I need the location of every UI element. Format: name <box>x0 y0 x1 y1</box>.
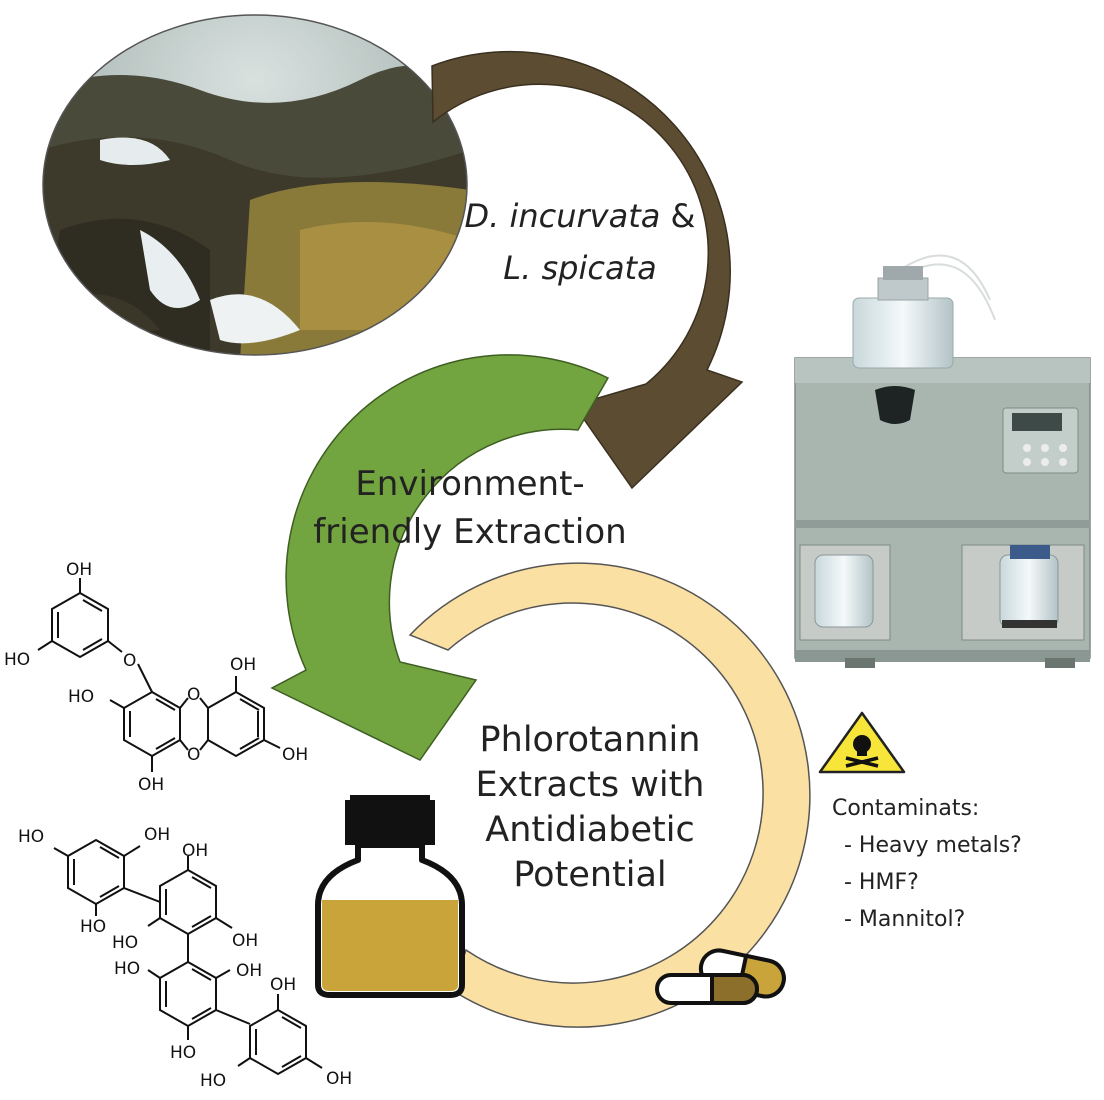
extraction-line-1: Environment- <box>355 464 585 504</box>
result-line-3: Antidiabetic <box>485 810 695 850</box>
species-name-2: L. spicata <box>503 249 657 287</box>
chem-label-oh: OH <box>236 961 262 981</box>
contaminants-title: Contaminats: <box>832 796 980 821</box>
chem-label-o: O <box>123 651 136 671</box>
chem-label-oh: OH <box>144 825 170 845</box>
arrow-green <box>270 354 610 761</box>
chem-label-oh: OH <box>232 931 258 951</box>
capsule-pills-icon <box>655 948 786 1005</box>
chem-label-ho: HO <box>18 827 44 847</box>
extraction-instrument <box>794 254 1091 668</box>
phlorotannin-structure-1 <box>37 578 281 772</box>
chem-label-oh: OH <box>138 775 164 795</box>
result-line-4: Potential <box>513 855 667 895</box>
chem-label-ho: HO <box>80 917 106 937</box>
result-line-1: Phlorotannin <box>479 720 701 760</box>
chem-label-o: O <box>187 685 200 705</box>
extract-bottle-icon <box>315 795 465 998</box>
contaminant-item: - HMF? <box>844 870 919 895</box>
result-line-2: Extracts with <box>475 765 705 805</box>
extraction-line-2: friendly Extraction <box>313 512 627 552</box>
species-label: D. incurvata & L. spicata <box>420 190 740 294</box>
seaweed-photo <box>42 14 468 356</box>
hazard-skull-icon <box>818 711 906 774</box>
chem-label-ho: HO <box>200 1071 226 1091</box>
chem-label-oh: OH <box>282 745 308 765</box>
extraction-label: Environment- friendly Extraction <box>300 460 640 556</box>
chem-label-ho: HO <box>4 650 30 670</box>
contaminants-list: Contaminats: - Heavy metals? - HMF? - Ma… <box>832 790 1022 938</box>
chem-label-oh: OH <box>326 1069 352 1089</box>
species-name-1: D. incurvata <box>464 197 661 235</box>
contaminant-item: - Mannitol? <box>844 907 966 932</box>
species-ampersand: & <box>670 197 696 235</box>
chem-label-oh: OH <box>66 560 92 580</box>
chem-label-ho: HO <box>112 933 138 953</box>
chem-label-oh: OH <box>270 975 296 995</box>
cycle-ring-yellow <box>408 562 811 1028</box>
phlorotannin-structure-2 <box>53 838 323 1076</box>
chem-label-ho: HO <box>114 959 140 979</box>
chem-label-oh: OH <box>182 841 208 861</box>
arrow-brown <box>431 50 744 490</box>
chem-label-ho: HO <box>170 1043 196 1063</box>
chem-label-ho: HO <box>68 687 94 707</box>
chem-label-o: O <box>187 745 200 765</box>
chem-label-oh: OH <box>230 655 256 675</box>
result-label: Phlorotannin Extracts with Antidiabetic … <box>440 718 740 898</box>
contaminant-item: - Heavy metals? <box>844 833 1022 858</box>
